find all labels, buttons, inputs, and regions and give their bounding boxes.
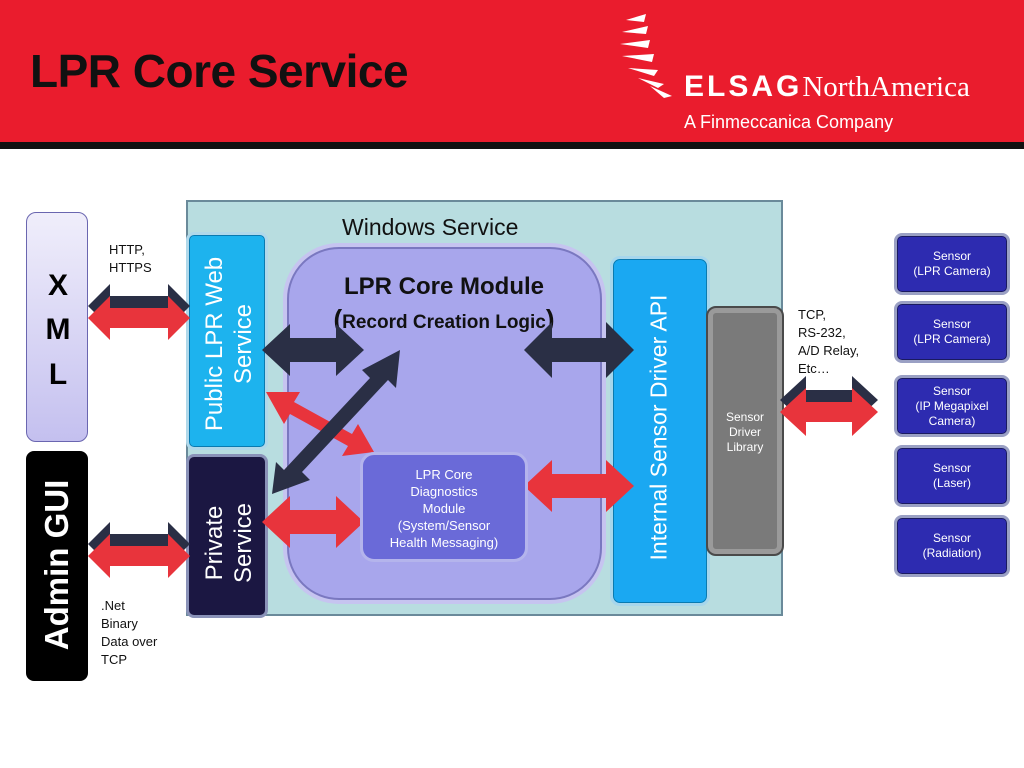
sensor-label: Sensor (Radiation) (897, 518, 1007, 574)
sensor-driver-api-box: Internal Sensor Driver API (610, 256, 710, 606)
diagnostics-line: Health Messaging) (389, 535, 499, 550)
xml-letter: L (48, 358, 68, 391)
sensor-line: Sensor (932, 461, 972, 475)
sensor-driver-library-label: Sensor Driver Library (708, 410, 782, 455)
sensor-label: Sensor (LPR Camera) (897, 236, 1007, 292)
core-module-subtitle: (Record Creation Logic) (0, 304, 888, 335)
sensor-line: (IP Megapixel (915, 398, 989, 413)
brand-secondary: NorthAmerica (802, 71, 970, 103)
private-core-arrow (272, 350, 400, 494)
sensor-line: (Radiation) (922, 546, 982, 560)
private-service-box: Private Service (186, 454, 268, 618)
sensor-box-lpr-camera-2: Sensor (LPR Camera) (894, 301, 1010, 363)
brand-tagline: A Finmeccanica Company (684, 112, 894, 132)
diagnostics-module-box: LPR Core Diagnostics Module (System/Sens… (360, 452, 528, 562)
sensor-label: Sensor (IP Megapixel Camera) (897, 378, 1007, 434)
diagnostics-line: LPR Core (415, 467, 473, 482)
sensor-line: Sensor (932, 383, 972, 398)
slide-title: LPR Core Service (30, 45, 409, 97)
admin-gui-box: Admin GUI (26, 451, 88, 681)
sensor-line: Sensor (932, 531, 972, 545)
xml-letter: X (47, 269, 68, 302)
sensor-line: (LPR Camera) (913, 264, 991, 278)
brand-primary: ELSAG (684, 70, 803, 103)
library-line: Driver (729, 425, 761, 439)
header-divider (0, 142, 1024, 149)
sensor-line: (LPR Camera) (913, 332, 991, 346)
sensor-driver-library-box: Sensor Driver Library (706, 306, 784, 556)
sensor-box-lpr-camera-1: Sensor (LPR Camera) (894, 233, 1010, 295)
diagnostics-driver-arrow (524, 460, 634, 512)
core-module-subtitle-text: Record Creation Logic (342, 312, 546, 333)
public-diagnostics-arrow (266, 392, 374, 456)
xml-box: X M L (26, 212, 88, 442)
dotnet-note: .Net Binary Data over TCP (101, 598, 158, 667)
public-core-arrow (262, 324, 364, 376)
public-web-service-box: Public LPR Web Service (186, 232, 268, 450)
library-line: Sensor (725, 410, 765, 424)
xml-public-arrow (88, 284, 190, 340)
open-paren: ( (333, 304, 343, 334)
slide-header (0, 0, 1024, 142)
sensor-line: (Laser) (932, 476, 971, 490)
windows-service-label: Windows Service (342, 214, 519, 240)
sensor-line: Camera) (928, 413, 976, 428)
brand-name: ELSAGNorthAmerica (684, 72, 970, 102)
core-driver-arrow (524, 322, 634, 378)
diagnostics-line: (System/Sensor (397, 518, 491, 533)
library-line: Library (726, 440, 764, 454)
sensor-box-radiation: Sensor (Radiation) (894, 515, 1010, 577)
sensor-box-ip-megapixel: Sensor (IP Megapixel Camera) (894, 375, 1010, 437)
close-paren: ) (545, 304, 555, 334)
diagnostics-line: Diagnostics (410, 484, 478, 499)
diagnostics-line: Module (422, 501, 466, 516)
private-diagnostics-arrow (262, 496, 364, 548)
elsag-burst-logo (620, 14, 672, 98)
diagnostics-module-label: LPR Core Diagnostics Module (System/Sens… (363, 466, 525, 551)
core-module-title: LPR Core Module (343, 273, 544, 300)
sensor-line: Sensor (932, 249, 972, 263)
library-sensor-arrow (780, 376, 878, 436)
sensor-box-laser: Sensor (Laser) (894, 445, 1010, 507)
sensor-label: Sensor (LPR Camera) (897, 304, 1007, 360)
http-note: HTTP, HTTPS (109, 242, 152, 275)
sensor-label: Sensor (Laser) (897, 448, 1007, 504)
admin-private-arrow (88, 522, 190, 578)
sensor-line: Sensor (932, 317, 972, 331)
tcp-note: TCP, RS-232, A/D Relay, Etc… (798, 307, 860, 376)
xml-letter: M (45, 313, 71, 346)
